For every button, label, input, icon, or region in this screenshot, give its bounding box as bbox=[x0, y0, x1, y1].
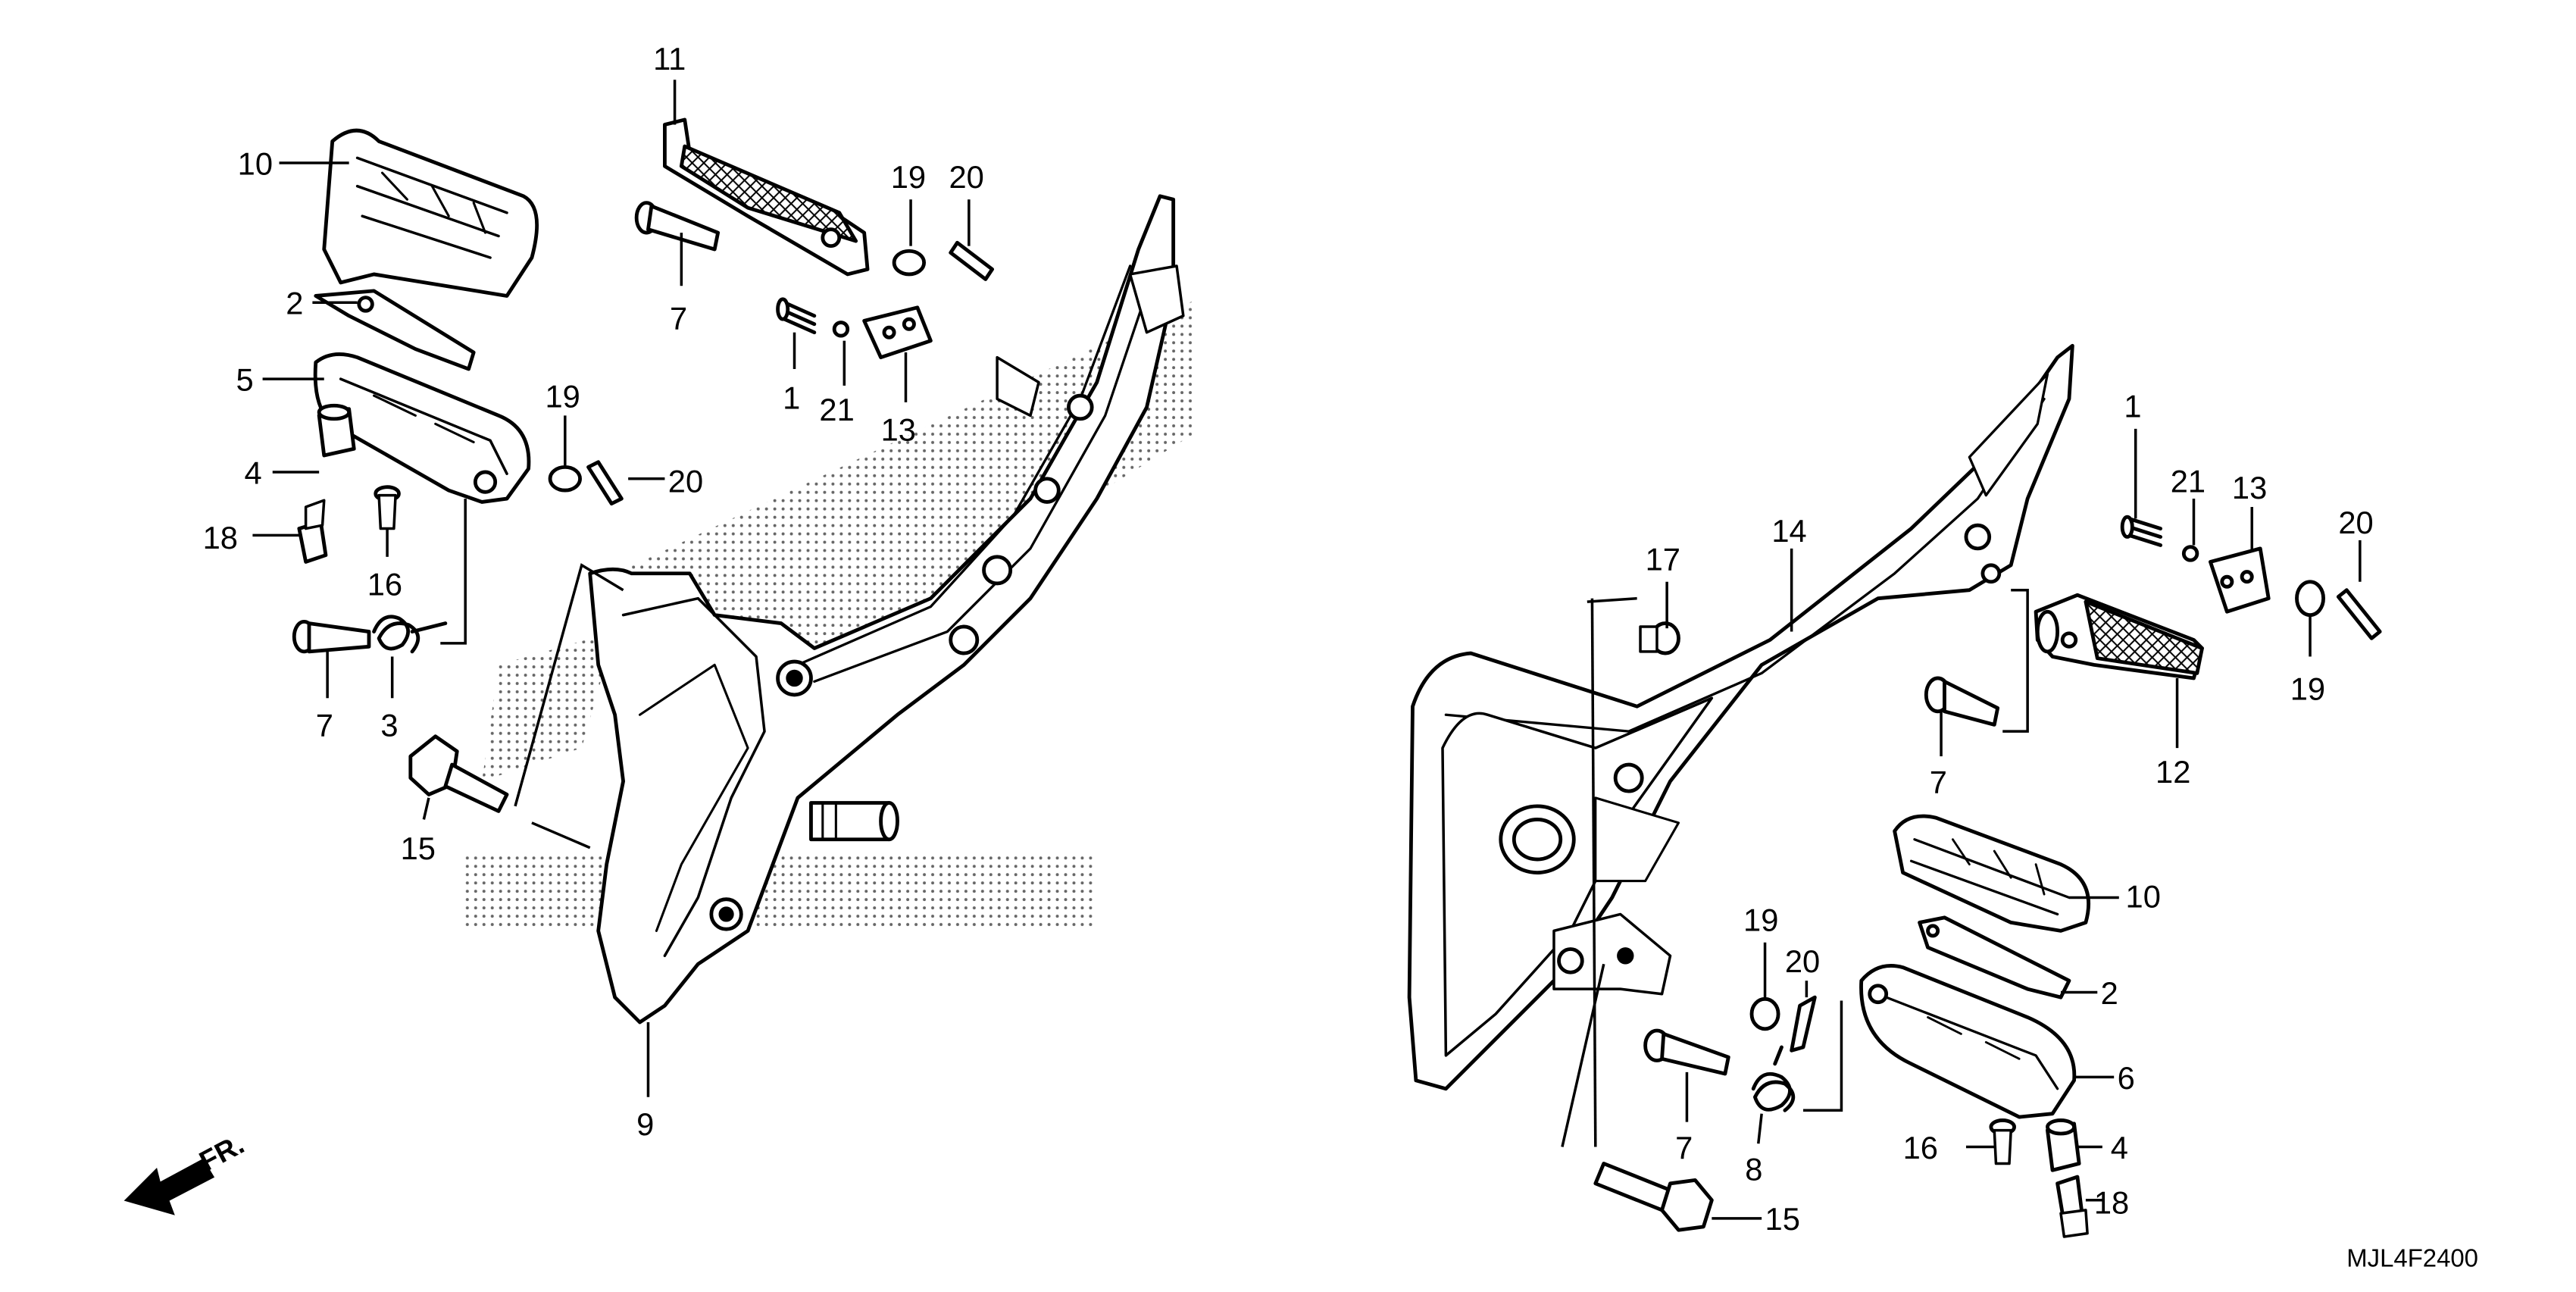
bolt-part-15-right bbox=[1593, 1162, 1714, 1232]
right-callout-labels: 14 17 1 21 13 20 19 12 7 10 2 19 20 6 7 … bbox=[1646, 389, 2374, 1237]
callout-right-18: 18 bbox=[2094, 1184, 2129, 1220]
callout-left-1: 1 bbox=[783, 380, 800, 416]
pin-part-7-right-upper bbox=[1924, 676, 2000, 727]
callout-left-15: 15 bbox=[401, 831, 436, 866]
screw-part-17 bbox=[1639, 621, 1680, 655]
heel-guard-part-14 bbox=[1407, 343, 2074, 1091]
plate-part-13-right bbox=[2209, 546, 2271, 614]
callout-right-14: 14 bbox=[1771, 513, 1806, 549]
left-callout-labels: 10 11 19 20 2 7 1 21 13 5 19 20 4 18 16 … bbox=[203, 41, 984, 1142]
washer-part-19-upper bbox=[892, 249, 927, 277]
screw-part-16-right bbox=[1989, 1118, 2016, 1165]
ball-part-21-right bbox=[2181, 545, 2199, 562]
callout-right-4: 4 bbox=[2111, 1130, 2128, 1165]
collar-part-4-right bbox=[2046, 1118, 2081, 1172]
spring-part-1 bbox=[776, 297, 817, 335]
plate-part-2 bbox=[314, 289, 476, 371]
step-bracket-part-9 bbox=[588, 194, 1185, 1025]
callout-right-15: 15 bbox=[1765, 1201, 1800, 1237]
pin-part-7-upper bbox=[634, 201, 721, 252]
callout-left-20b: 20 bbox=[668, 463, 703, 499]
pin-part-7-lower bbox=[292, 619, 371, 654]
drawing-code: MJL4F2400 bbox=[2346, 1244, 2478, 1272]
callout-right-17: 17 bbox=[1646, 541, 1680, 577]
plate-part-13 bbox=[862, 305, 933, 360]
callout-left-2: 2 bbox=[286, 286, 303, 321]
callout-right-20b: 20 bbox=[1785, 943, 1820, 979]
callout-left-18: 18 bbox=[203, 520, 238, 555]
collar-part-4 bbox=[317, 403, 356, 458]
footpeg-rubber-part-10 bbox=[322, 128, 539, 298]
washer-part-19-right-lower bbox=[1749, 996, 1780, 1031]
callout-left-3: 3 bbox=[380, 708, 398, 743]
callout-right-21: 21 bbox=[2171, 463, 2206, 499]
callout-right-16: 16 bbox=[1903, 1130, 1938, 1165]
callout-left-13: 13 bbox=[881, 411, 916, 447]
callout-right-7a: 7 bbox=[1930, 764, 1947, 799]
callout-left-16: 16 bbox=[367, 566, 402, 602]
callout-right-2: 2 bbox=[2101, 975, 2118, 1011]
callout-right-19a: 19 bbox=[2290, 671, 2325, 706]
spring-part-1-right bbox=[2120, 515, 2163, 547]
callout-left-5: 5 bbox=[236, 361, 253, 397]
washer-part-19-lower bbox=[548, 465, 582, 493]
plate-part-2-right bbox=[1918, 915, 2071, 1000]
front-direction-arrow: FR. bbox=[123, 1128, 249, 1215]
callout-right-20a: 20 bbox=[2338, 505, 2373, 540]
pin-part-7-right-lower bbox=[1643, 1028, 1730, 1076]
right-footpeg-assembly bbox=[1407, 343, 2382, 1238]
callout-left-9: 9 bbox=[636, 1106, 654, 1142]
callout-left-7a: 7 bbox=[670, 300, 687, 336]
bolt-part-18-right bbox=[2055, 1175, 2089, 1238]
callout-left-19b: 19 bbox=[545, 378, 580, 414]
washer-part-19-right-upper bbox=[2295, 580, 2325, 618]
callout-left-10: 10 bbox=[238, 145, 273, 181]
spring-part-3 bbox=[372, 615, 448, 654]
footpeg-part-11 bbox=[663, 117, 870, 277]
cotter-pin-part-20-upper bbox=[949, 240, 994, 281]
left-footpeg-assembly bbox=[292, 117, 1185, 1025]
cotter-pin-part-20-right-upper bbox=[2336, 588, 2382, 640]
callout-left-7b: 7 bbox=[316, 708, 333, 743]
callout-left-19a: 19 bbox=[891, 159, 926, 195]
cotter-pin-part-20-lower bbox=[586, 460, 624, 506]
callout-left-4: 4 bbox=[244, 455, 261, 490]
footpeg-part-12 bbox=[2034, 593, 2204, 680]
cotter-pin-part-20-right-lower bbox=[1790, 995, 1817, 1053]
screw-part-16 bbox=[374, 485, 401, 530]
callout-right-13: 13 bbox=[2232, 470, 2267, 505]
footpeg-part-5 bbox=[313, 352, 531, 504]
callout-right-19b: 19 bbox=[1743, 902, 1778, 937]
right-leader-lines bbox=[1561, 428, 2362, 1220]
callout-left-11: 11 bbox=[653, 41, 686, 77]
callout-right-6: 6 bbox=[2118, 1060, 2135, 1096]
callout-right-12: 12 bbox=[2156, 754, 2190, 790]
bolt-part-18 bbox=[297, 499, 328, 564]
left-leader-lines bbox=[252, 80, 971, 1097]
callout-right-10: 10 bbox=[2126, 879, 2161, 915]
callout-right-8: 8 bbox=[1745, 1151, 1762, 1187]
callout-right-7b: 7 bbox=[1675, 1130, 1693, 1165]
callout-left-20a: 20 bbox=[949, 159, 984, 195]
callout-left-21: 21 bbox=[819, 392, 854, 427]
spring-part-8 bbox=[1751, 1045, 1796, 1112]
bolt-part-15 bbox=[408, 734, 509, 813]
ball-part-21 bbox=[832, 321, 850, 338]
footpeg-part-6 bbox=[1859, 964, 2077, 1119]
footpeg-rubber-part-10-right bbox=[1893, 814, 2090, 933]
callout-right-1: 1 bbox=[2124, 389, 2141, 424]
